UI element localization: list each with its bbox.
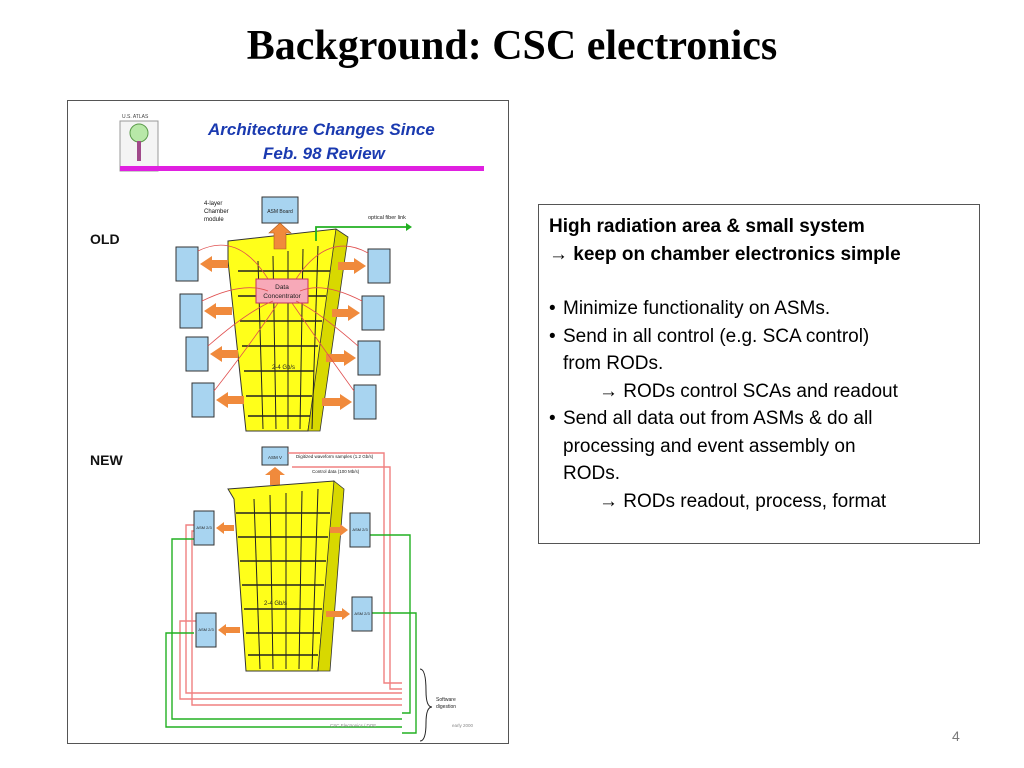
optical-link-line <box>315 226 406 241</box>
new-left-asm-2 <box>195 612 217 648</box>
old-left-boards <box>175 246 244 418</box>
old-right-asm-1 <box>367 248 391 284</box>
old-right-arrow-2 <box>332 305 360 321</box>
chamber-label-line1: 4-layer <box>204 201 222 207</box>
new-label: NEW <box>90 452 123 468</box>
new-right-arrow-2 <box>326 608 350 620</box>
new-left-arrow-1 <box>216 522 234 534</box>
data-concentrator-line2: Concentrator <box>263 293 301 300</box>
software-bracket <box>419 668 433 742</box>
software-label-line2: digestion <box>436 704 456 710</box>
textbox-spacer <box>549 268 969 295</box>
chamber-label-line3: module <box>204 217 224 223</box>
bullet-2-line-2: from RODs. <box>563 353 664 374</box>
old-left-arrow-4 <box>216 392 244 408</box>
old-right-boards <box>322 248 391 420</box>
bullet-2-line-1: Send in all control (e.g. SCA control) <box>563 325 870 347</box>
bullet-dot-icon: • <box>549 408 556 429</box>
bullet-3-line-2: processing and event assembly on <box>563 435 856 457</box>
slide-title: Background: CSC electronics <box>246 23 778 69</box>
new-right-asm-1-label: ASM 2/3 <box>352 527 368 532</box>
new-right-arrow-1 <box>330 524 348 536</box>
digital-samples-label: Digitized waveform samples (1.2 Gb/s) <box>296 454 374 459</box>
old-left-arrow-3 <box>210 346 238 362</box>
new-top-arrow <box>265 467 285 485</box>
new-left-arrow-2 <box>218 624 240 636</box>
figure-footer-left: CSC Electronics / DOE <box>330 723 376 728</box>
us-atlas-logo: U.S. ATLAS <box>119 114 159 172</box>
old-left-arrow-2 <box>204 303 232 319</box>
bullet-1: • Minimize functionality on ASMs. <box>549 295 969 323</box>
old-red-links <box>197 244 369 392</box>
figure-footer-right: early 2000 <box>452 723 474 728</box>
logo-text: U.S. ATLAS <box>122 114 149 120</box>
architecture-figure: U.S. ATLAS Architecture Changes Since Fe… <box>67 100 509 744</box>
old-right-arrow-1 <box>338 258 366 274</box>
old-left-asm-1 <box>175 246 199 282</box>
old-rate-label: 2-4 Gb/s <box>272 365 295 371</box>
bullet-2-sub: → RODs control SCAs and readout <box>599 380 898 402</box>
bullet-dot-icon: • <box>549 325 556 347</box>
new-chamber: 2-4 Gb/s <box>227 480 345 672</box>
bullet-3-line-1: Send all data out from ASMs & do all <box>563 408 873 429</box>
architecture-diagram: U.S. ATLAS Architecture Changes Since Fe… <box>90 114 484 742</box>
notes-textbox: High radiation area & small system → kee… <box>538 204 980 544</box>
bullet-3: • Send all data out from ASMs & do all p… <box>549 405 969 488</box>
old-right-asm-3 <box>357 340 381 376</box>
textbox-heading-line2: → keep on chamber electronics simple <box>549 243 901 265</box>
bullet-3-sub: → RODs readout, process, format <box>599 490 887 512</box>
old-chamber: Data Concentrator 2-4 Gb/s <box>227 228 349 432</box>
bullet-3-line-3: RODs. <box>563 463 620 484</box>
chamber-label-line2: Chamber <box>204 209 229 215</box>
control-data-label: Control data (100 Mb/s) <box>312 469 360 474</box>
new-top-asm-label: ASM V <box>268 455 282 460</box>
old-left-arrow-1 <box>200 256 228 272</box>
optical-link-label: optical fiber link <box>368 215 406 221</box>
new-top-asm-board <box>261 446 289 466</box>
bullet-dot-icon: • <box>549 298 556 319</box>
new-left-asm-2-label: ASM 2/3 <box>198 627 214 632</box>
bullet-2: • Send in all control (e.g. SCA control)… <box>549 323 969 378</box>
old-top-asm-label: ASM Board <box>267 209 293 215</box>
new-left-asm-1-label: ASM 2/3 <box>196 525 212 530</box>
new-rate-label: 2-4 Gb/s <box>264 601 287 607</box>
new-right-asm-1 <box>349 512 371 548</box>
old-left-asm-4 <box>191 382 215 418</box>
old-left-asm-2 <box>179 293 203 329</box>
data-concentrator-box <box>255 278 309 304</box>
new-left-asm-1 <box>193 510 215 546</box>
bullet-1-line-1: Minimize functionality on ASMs. <box>563 298 831 319</box>
new-right-asm-2 <box>351 596 373 632</box>
textbox-heading-line1: High radiation area & small system <box>549 216 865 237</box>
figure-heading-line2: Feb. 98 Review <box>263 144 387 163</box>
software-label-line1: Software <box>436 697 456 703</box>
figure-heading-line1: Architecture Changes Since <box>207 120 435 139</box>
new-right-asm-2-label: ASM 2/3 <box>354 611 370 616</box>
old-right-asm-4 <box>353 384 377 420</box>
page-number: 4 <box>952 728 960 744</box>
old-top-arrow <box>268 222 292 250</box>
optical-link-arrowhead <box>406 223 412 231</box>
old-label: OLD <box>90 231 120 247</box>
old-left-asm-3 <box>185 336 209 372</box>
data-concentrator-line1: Data <box>275 284 289 291</box>
old-right-asm-2 <box>361 295 385 331</box>
magenta-rule <box>120 166 484 171</box>
old-right-arrow-4 <box>322 394 352 410</box>
new-wiring <box>165 452 417 734</box>
